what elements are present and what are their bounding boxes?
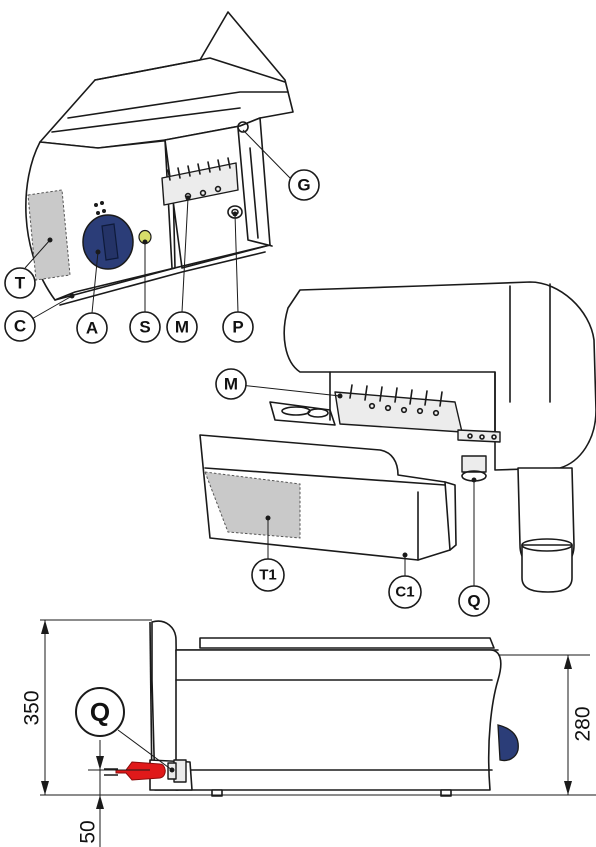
dimension-lines (40, 619, 596, 847)
svg-text:Q: Q (90, 697, 110, 727)
callout-m-middle: M (215, 368, 247, 400)
side-knob (497, 724, 519, 762)
data-plate-t (27, 189, 71, 281)
callout-c1: C1 (388, 575, 422, 609)
svg-text:M: M (175, 318, 189, 337)
svg-text:P: P (232, 318, 243, 337)
svg-text:T: T (15, 274, 26, 293)
svg-text:S: S (139, 318, 150, 337)
data-plate-t1 (204, 471, 301, 539)
svg-text:T1: T1 (259, 567, 277, 584)
side-elevation (104, 620, 519, 797)
dim-350: 350 (21, 690, 44, 725)
leader-lines-top (24, 129, 291, 321)
callout-p: P (222, 311, 254, 343)
callout-q: Q (458, 585, 490, 617)
callout-a: A (76, 312, 108, 344)
svg-text:A: A (86, 319, 98, 338)
callout-q-large: Q (75, 687, 175, 773)
svg-text:M: M (224, 375, 238, 394)
svg-text:G: G (297, 176, 310, 195)
callout-g: G (288, 169, 320, 201)
control-panel-detail (25, 11, 294, 306)
callout-t: T (4, 267, 36, 299)
dim-280: 280 (572, 706, 595, 741)
svg-text:C: C (14, 317, 26, 336)
terminal-access-detail (199, 281, 596, 593)
callout-t1: T1 (251, 558, 285, 592)
callout-c: C (4, 310, 36, 342)
svg-text:Q: Q (467, 592, 480, 611)
leader-lines-middle (239, 384, 475, 586)
dim-50: 50 (77, 820, 100, 843)
svg-text:C1: C1 (395, 584, 414, 601)
power-plug (115, 761, 166, 781)
callout-m: M (166, 311, 198, 343)
callout-s: S (129, 311, 161, 343)
